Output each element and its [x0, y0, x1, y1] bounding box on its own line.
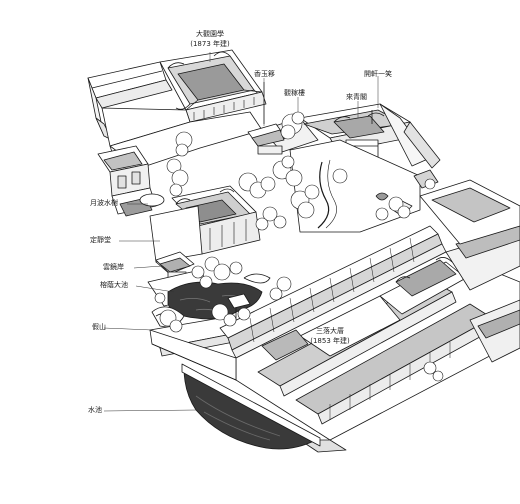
- label-daguan-year: (1873 年建): [190, 40, 230, 48]
- sanluo-mansion: [235, 179, 520, 453]
- label-guanjia: 觀稼樓: [284, 89, 305, 97]
- label-xiangyu: 香玉簃: [254, 70, 275, 78]
- label-yuebo: 月波水榭: [90, 199, 118, 207]
- half-moon-pond: [181, 363, 321, 450]
- panglin-pond: [167, 273, 271, 320]
- daguan-hall: [159, 49, 267, 123]
- front-wall: [149, 329, 237, 381]
- label-laiqing: 來青閣: [346, 93, 367, 101]
- outer-wall: [87, 61, 173, 141]
- label-daguan-hall: 大觀園學: [196, 30, 224, 38]
- label-panglin: 榕蔭大池: [100, 281, 128, 289]
- leader-lines: [103, 52, 379, 412]
- dingjing-hall: [149, 185, 261, 277]
- label-kaixuan: 開軒一笑: [364, 70, 392, 78]
- label-shuichi: 水池: [88, 406, 102, 414]
- label-sanluo-year: (1853 年建): [310, 337, 350, 345]
- label-yunjing: 雲鏡岸: [103, 263, 124, 271]
- trees: [154, 111, 444, 382]
- label-dingjing: 定靜堂: [90, 236, 111, 244]
- label-jiashan: 假山: [92, 323, 106, 331]
- yuebo-pavilion: [97, 145, 165, 217]
- label-sanluo: 三落大厝: [316, 327, 344, 335]
- right-garden: [289, 139, 439, 233]
- long-corridor: [219, 225, 447, 359]
